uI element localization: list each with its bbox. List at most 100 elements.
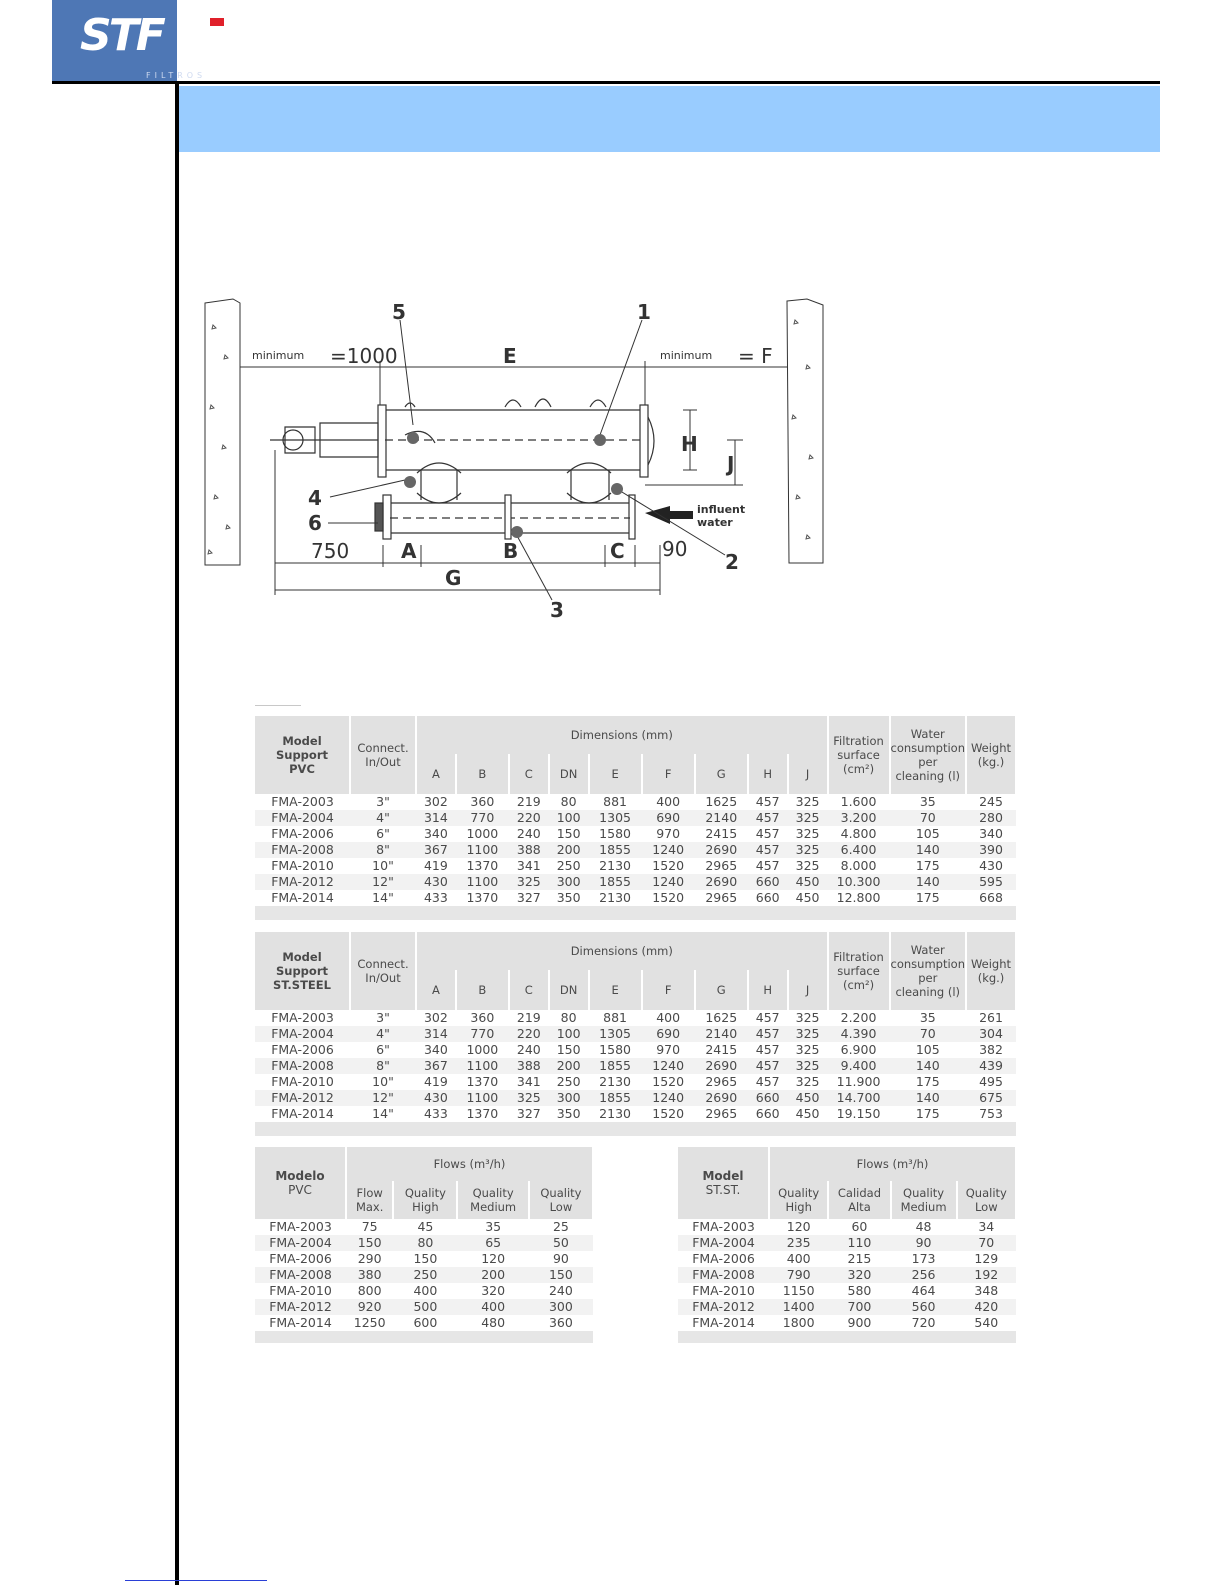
value-cell: 388 (508, 842, 549, 858)
model-cell: FMA-2010 (678, 1283, 769, 1299)
value-cell: 480 (457, 1315, 529, 1331)
value-cell: 140 (889, 842, 966, 858)
value-cell: 35 (889, 1010, 966, 1026)
value-cell: 1580 (588, 1042, 642, 1058)
value-cell: 90 (890, 1235, 957, 1251)
value-cell: 70 (889, 810, 966, 826)
table-footer (255, 1331, 593, 1343)
value-cell: 250 (393, 1267, 458, 1283)
value-cell: 457 (747, 826, 788, 842)
weight-header: Weight(kg.) (966, 932, 1017, 1010)
value-cell: 720 (890, 1315, 957, 1331)
callout-2: 2 (725, 550, 739, 574)
weight-header: Weight(kg.) (966, 716, 1017, 794)
model-cell: FMA-2014 (255, 890, 350, 906)
callout-3: 3 (550, 598, 564, 622)
flows-title: Flows (m³/h) (769, 1147, 1017, 1181)
value-cell: 200 (548, 1058, 589, 1074)
dim-col-H: H (747, 970, 789, 1010)
value-cell: 6" (350, 1042, 416, 1058)
dim-col-F: F (641, 970, 696, 1010)
value-cell: 1250 (346, 1315, 394, 1331)
value-cell: 2130 (588, 1106, 642, 1122)
value-cell: 450 (787, 1090, 828, 1106)
value-cell: 100 (548, 1026, 589, 1042)
value-cell: 219 (508, 1010, 549, 1026)
value-cell: 457 (747, 1058, 788, 1074)
value-cell: 25 (528, 1219, 593, 1235)
value-cell: 1370 (455, 1106, 509, 1122)
value-cell: 1520 (641, 1074, 695, 1090)
value-cell: 457 (747, 842, 788, 858)
value-cell: 400 (393, 1283, 458, 1299)
dim-col-F: F (641, 754, 696, 794)
value-cell: 380 (346, 1267, 394, 1283)
value-cell: 595 (966, 874, 1016, 890)
model-cell: FMA-2003 (255, 794, 350, 810)
value-cell: 325 (787, 1026, 828, 1042)
value-cell: 433 (416, 1106, 456, 1122)
value-cell: 400 (769, 1251, 829, 1267)
dim-col-E: E (588, 970, 643, 1010)
value-cell: 11.900 (827, 1074, 890, 1090)
value-cell: 175 (889, 858, 966, 874)
label-A: A (401, 539, 417, 563)
value-cell: 14" (350, 1106, 416, 1122)
value-cell: 770 (455, 810, 509, 826)
right-wall (786, 298, 824, 564)
logo-text: STF (80, 10, 166, 61)
value-cell: 2130 (588, 858, 642, 874)
value-cell: 495 (966, 1074, 1016, 1090)
value-cell: 215 (828, 1251, 891, 1267)
value-cell: 690 (641, 1026, 695, 1042)
value-cell: 192 (956, 1267, 1016, 1283)
value-cell: 1370 (455, 858, 509, 874)
value-cell: 464 (890, 1283, 957, 1299)
value-cell: 120 (457, 1251, 529, 1267)
value-cell: 457 (747, 794, 788, 810)
value-cell: 660 (747, 1106, 788, 1122)
value-cell: 140 (889, 874, 966, 890)
decorative-rule (255, 705, 301, 706)
value-cell: 920 (346, 1299, 394, 1315)
model-cell: FMA-2006 (678, 1251, 769, 1267)
value-cell: 341 (508, 1074, 549, 1090)
label-G: G (445, 566, 461, 590)
value-cell: 360 (528, 1315, 593, 1331)
label-minimum-right: minimum (660, 349, 712, 362)
label-750: 750 (311, 539, 349, 563)
value-cell: 10" (350, 858, 416, 874)
value-cell: 327 (508, 890, 549, 906)
footer-link-line (125, 1580, 267, 1581)
value-cell: 314 (416, 810, 456, 826)
connect-header: Connect.In/Out (350, 932, 417, 1010)
value-cell: 250 (548, 1074, 589, 1090)
value-cell: 433 (416, 890, 456, 906)
dim-col-E: E (588, 754, 643, 794)
value-cell: 360 (455, 1010, 509, 1026)
value-cell: 420 (956, 1299, 1016, 1315)
value-cell: 150 (548, 1042, 589, 1058)
flows-title: Flows (m³/h) (346, 1147, 594, 1181)
dim-col-DN: DN (548, 754, 590, 794)
value-cell: 325 (787, 810, 828, 826)
value-cell: 8" (350, 1058, 416, 1074)
value-cell: 325 (787, 842, 828, 858)
